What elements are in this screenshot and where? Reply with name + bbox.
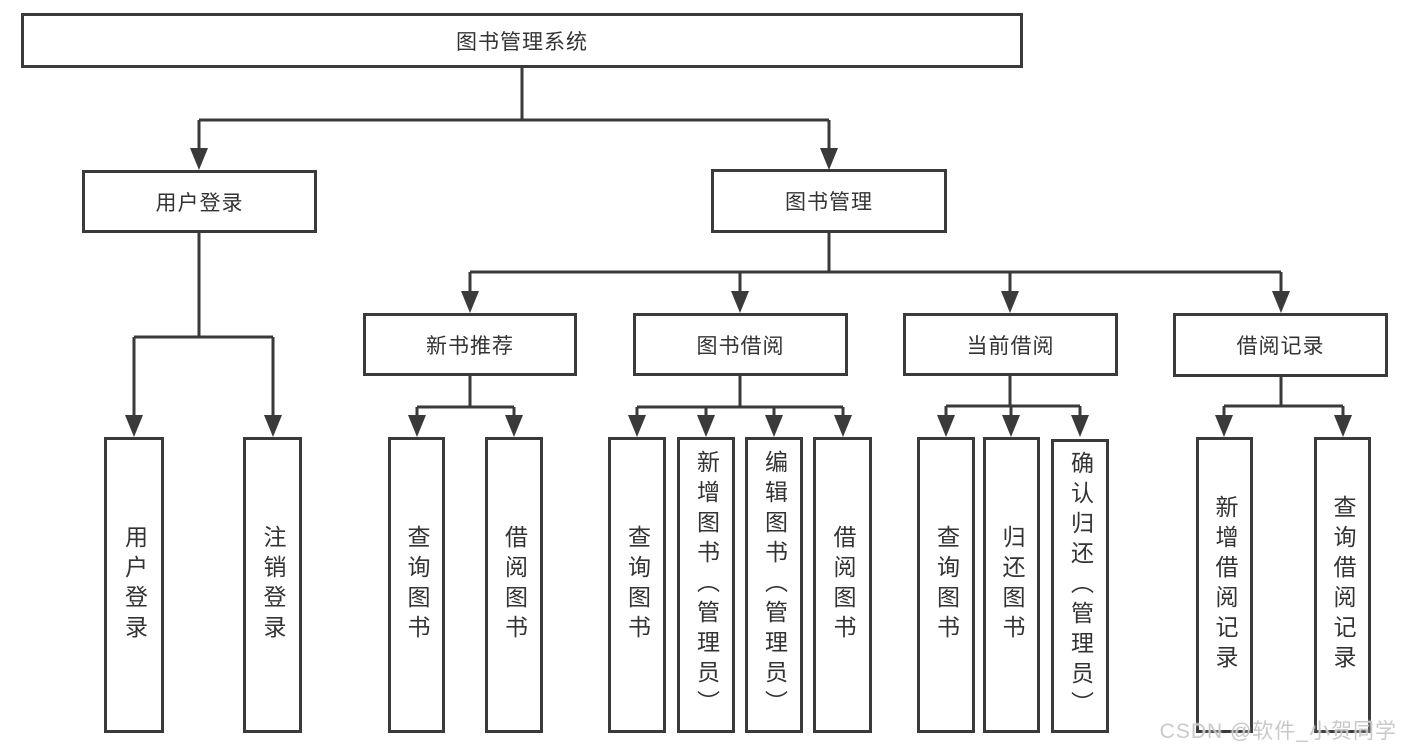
arrowhead-icon [461, 291, 479, 313]
arrowhead-icon [765, 415, 783, 437]
node-leaf-query-book-newrec: 查询图书 [388, 437, 445, 733]
arrowhead-icon [1071, 415, 1089, 437]
node-borrow-records: 借阅记录 [1173, 313, 1388, 377]
arrowhead-icon [125, 415, 143, 437]
connector-path [1222, 377, 1345, 419]
node-root: 图书管理系统 [21, 13, 1023, 68]
arrowhead-icon [1002, 415, 1020, 437]
node-leaf-borrow-book-borrow: 借阅图书 [813, 437, 872, 733]
arrowhead-icon [1215, 415, 1233, 437]
node-leaf-query-borrow-record: 查询借阅记录 [1314, 437, 1371, 733]
node-user-login-group: 用户登录 [82, 170, 317, 233]
arrowhead-icon [1272, 291, 1290, 313]
connector-path [197, 68, 831, 152]
node-leaf-edit-book-admin: 编辑图书（管理员） [745, 437, 803, 733]
node-leaf-return-book: 归还图书 [983, 437, 1040, 733]
node-leaf-user-login: 用户登录 [104, 437, 164, 733]
arrowhead-icon [628, 415, 646, 437]
connector-path [415, 376, 516, 419]
arrowhead-icon [937, 415, 955, 437]
arrowhead-icon [697, 415, 715, 437]
arrowhead-icon [1334, 415, 1352, 437]
node-new-book-rec: 新书推荐 [363, 313, 577, 376]
arrowhead-icon [1001, 291, 1019, 313]
connector-path [944, 376, 1082, 419]
node-leaf-confirm-return-admin: 确认归还（管理员） [1051, 439, 1109, 733]
arrowhead-icon [834, 415, 852, 437]
node-leaf-add-book-admin: 新增图书（管理员） [677, 437, 735, 733]
arrowhead-icon [190, 148, 208, 170]
node-book-borrow: 图书借阅 [633, 313, 848, 376]
arrowhead-icon [264, 415, 282, 437]
connector-path [468, 233, 1283, 295]
watermark: CSDN @软件_小贺同学 [1159, 720, 1397, 743]
arrowhead-icon [505, 415, 523, 437]
node-book-mgmt-group: 图书管理 [711, 169, 947, 233]
node-leaf-query-book-borrow: 查询图书 [608, 437, 666, 733]
arrowhead-icon [820, 148, 838, 170]
node-current-borrow: 当前借阅 [903, 313, 1118, 376]
connector-path [132, 233, 275, 419]
node-leaf-query-book-current: 查询图书 [917, 437, 975, 733]
node-leaf-logout: 注销登录 [243, 437, 302, 733]
arrowhead-icon [731, 291, 749, 313]
arrowhead-icon [408, 415, 426, 437]
node-leaf-borrow-book-newrec: 借阅图书 [485, 437, 543, 733]
connector-path [635, 376, 845, 419]
node-leaf-add-borrow-record: 新增借阅记录 [1196, 437, 1253, 733]
